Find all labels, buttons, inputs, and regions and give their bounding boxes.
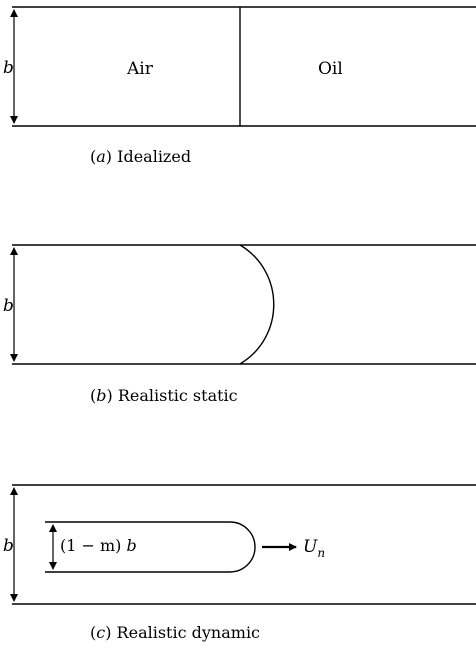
panel-b-caption: (b) Realistic static: [90, 386, 238, 405]
panel-b-caption-letter: b: [96, 386, 106, 405]
panel-c-caption-text: Realistic dynamic: [117, 623, 261, 642]
panel-b-realistic-static: b (b) Realistic static: [3, 244, 476, 405]
panel-c-velocity-symbol: U: [303, 537, 318, 557]
panel-c-caption: (c) Realistic dynamic: [90, 623, 260, 642]
panel-c-caption-letter: c: [96, 623, 105, 642]
panel-a-dimension-label: b: [3, 58, 14, 78]
panel-a-idealized: b Air Oil (a) Idealized: [3, 6, 476, 166]
panel-a-caption-letter: a: [96, 147, 106, 166]
panel-a-caption-text: Idealized: [117, 147, 191, 166]
panel-a-caption: (a) Idealized: [90, 147, 191, 166]
panel-c-finger-width-label: (1 − m) b: [60, 536, 137, 555]
panel-c-realistic-dynamic: b (1 − m) b Un (c) Realistic dynamic: [3, 484, 476, 642]
panel-b-dimension-label: b: [3, 296, 14, 316]
panel-c-finger-width-prefix: (1 − m): [60, 536, 121, 555]
panel-c-finger-width-b: b: [127, 536, 137, 555]
panel-a-oil-label: Oil: [318, 59, 343, 79]
panel-a-air-label: Air: [126, 59, 154, 79]
panel-c-velocity-label: Un: [303, 537, 325, 560]
panel-b-curved-meniscus: [239, 244, 275, 365]
panel-c-dimension-label: b: [3, 536, 14, 556]
panel-b-caption-text: Realistic static: [118, 386, 238, 405]
panel-c-finger-outline: [45, 521, 256, 573]
panel-c-velocity-subscript: n: [317, 546, 325, 560]
